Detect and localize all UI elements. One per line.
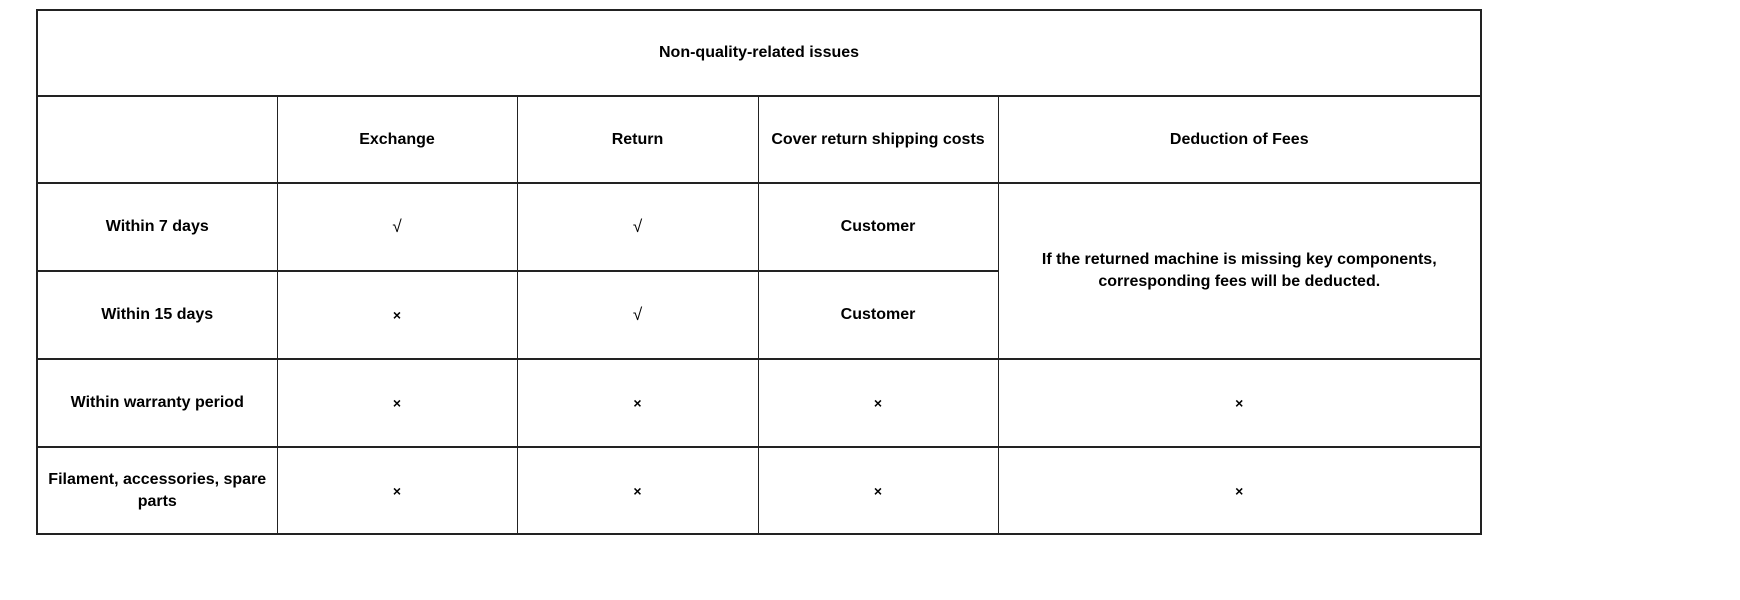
table-header-row: Exchange Return Cover return shipping co… <box>36 95 1482 184</box>
table-row: Within 15 days × √ Customer <box>36 270 1481 360</box>
policy-cell: × <box>276 446 518 535</box>
row-label-filament-accessories-spare-parts: Filament, accessories, spare parts <box>36 446 278 535</box>
policy-cell: × <box>757 358 999 448</box>
row-label-within-warranty-period: Within warranty period <box>36 358 278 448</box>
table-title-row: Non-quality-related issues <box>36 9 1482 97</box>
deduction-note-cell: If the returned machine is missing key c… <box>997 182 1482 360</box>
column-header-deduction-of-fees: Deduction of Fees <box>997 95 1482 184</box>
header-empty-cell <box>36 95 278 184</box>
policy-cell: × <box>516 358 759 448</box>
column-header-shipping-costs: Cover return shipping costs <box>757 95 999 184</box>
policy-cell: √ <box>516 182 759 272</box>
policy-cell: × <box>276 270 518 360</box>
policy-cell: √ <box>516 270 759 360</box>
policy-cell: √ <box>276 182 518 272</box>
table-row: Filament, accessories, spare parts × × ×… <box>36 446 1482 535</box>
policy-cell: × <box>276 358 518 448</box>
policy-cell: × <box>997 446 1482 535</box>
row-label-within-7-days: Within 7 days <box>36 182 278 272</box>
policy-cell: Customer <box>757 270 999 360</box>
column-header-return: Return <box>516 95 759 184</box>
policy-cell: Customer <box>757 182 999 272</box>
row-label-within-15-days: Within 15 days <box>36 270 278 360</box>
policy-cell: × <box>997 358 1482 448</box>
policy-cell: × <box>516 446 759 535</box>
policy-cell: × <box>757 446 999 535</box>
return-policy-table: Non-quality-related issues Exchange Retu… <box>36 9 1483 535</box>
table-row: Within warranty period × × × × <box>36 358 1482 448</box>
table-title: Non-quality-related issues <box>36 9 1482 97</box>
table-row: Within 7 days √ √ Customer If the return… <box>36 182 1482 360</box>
column-header-exchange: Exchange <box>276 95 518 184</box>
